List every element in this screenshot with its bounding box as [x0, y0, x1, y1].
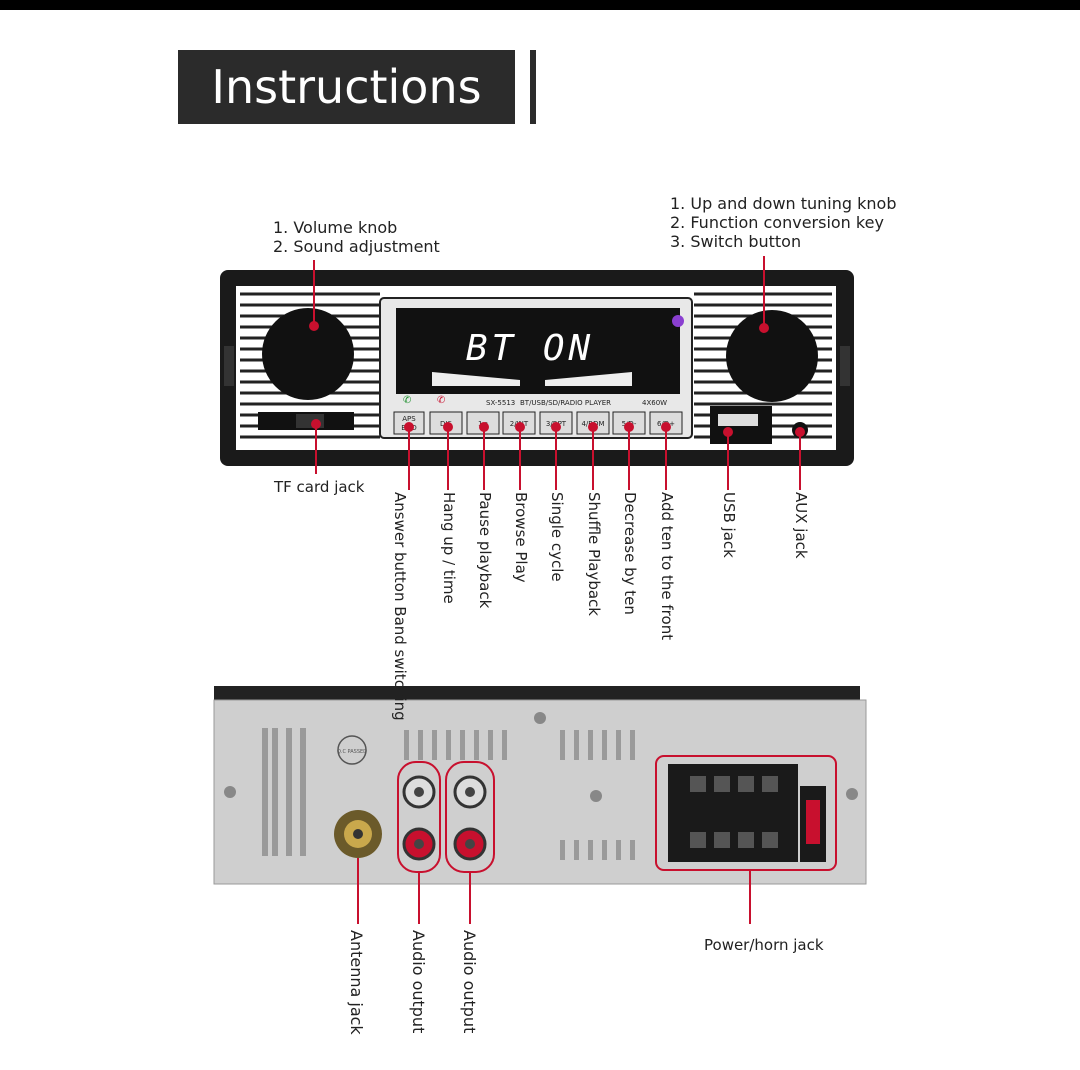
label-shuffle-playback: Shuffle Playback [585, 492, 603, 616]
qc-passed-stamp [337, 735, 367, 765]
level-meter-right [545, 372, 632, 386]
rear-vents [262, 728, 635, 860]
volume-note: 1. Volume knob 2. Sound adjustment [273, 218, 440, 256]
label-power-horn-jack: Power/horn jack [704, 936, 824, 954]
answer-call-icon: ✆ [403, 395, 411, 406]
screw-left [224, 786, 236, 798]
page-title: Instructions [178, 50, 515, 124]
label-answer-band: Answer button Band switching [391, 492, 409, 721]
level-meter-left [432, 372, 520, 386]
volume-note-line-2: 2. Sound adjustment [273, 237, 440, 256]
power-text: 4X60W [642, 399, 667, 407]
hangup-call-icon: ✆ [437, 395, 445, 406]
power-connector [668, 764, 798, 862]
label-tf-card-jack: TF card jack [274, 478, 365, 496]
display-text: BT ON [466, 328, 594, 369]
rear-panel: Q.C PASSED [213, 686, 867, 885]
label-browse-play: Browse Play [512, 492, 530, 583]
rear-callouts [357, 858, 751, 924]
front-panel: BT ON SX-5513 BT/USB/SD/RADIO PLAYER 4X6… [220, 270, 854, 466]
label-decrease-by-ten: Decrease by ten [621, 492, 639, 615]
tuning-note-line-1: 1. Up and down tuning knob [670, 194, 897, 213]
label-band-switching: Band switching [391, 606, 409, 721]
player-text: BT/USB/SD/RADIO PLAYER [520, 399, 611, 407]
label-answer-button: Answer button [391, 492, 409, 602]
tuning-note-line-3: 3. Switch button [670, 232, 802, 251]
tuning-note-line-2: 2. Function conversion key [670, 213, 884, 232]
label-single-cycle: Single cycle [548, 492, 566, 582]
label-hang-up: Hang up / time [440, 492, 458, 604]
tuning-knob [726, 310, 818, 402]
display-indicator [672, 315, 684, 327]
tuning-note: 1. Up and down tuning knob 2. Function c… [670, 194, 896, 251]
model-text: SX-5513 [486, 399, 515, 407]
screw-top [534, 712, 546, 724]
volume-knob [262, 308, 354, 400]
top-border [0, 0, 1080, 10]
screw-right [846, 788, 858, 800]
label-audio-output-2: Audio output [460, 930, 479, 1034]
title-accent-bar [530, 50, 536, 124]
label-usb-jack: USB jack [720, 492, 738, 558]
label-pause-playback: Pause playback [476, 492, 494, 609]
power-connector-box [655, 755, 837, 871]
label-antenna-jack: Antenna jack [347, 930, 366, 1035]
label-audio-output-1: Audio output [409, 930, 428, 1034]
front-callouts [309, 256, 805, 490]
label-add-ten: Add ten to the front [658, 492, 676, 641]
screw-middle [590, 790, 602, 802]
svg-text:APS: APS [402, 415, 416, 423]
label-aux-jack: AUX jack [792, 492, 810, 559]
qc-passed-label: Q.C PASSED [337, 749, 367, 755]
volume-note-line-1: 1. Volume knob [273, 218, 398, 237]
